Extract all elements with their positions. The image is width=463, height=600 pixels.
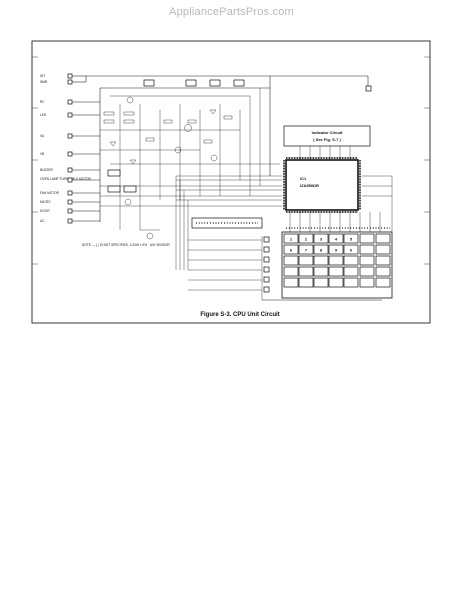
discrete-components xyxy=(103,79,245,206)
indicator-reference: ( See Fig. S-7 ) xyxy=(313,137,341,142)
figure-caption: Figure S-3. CPU Unit Circuit xyxy=(200,312,279,318)
terminal-row: DOOR xyxy=(40,208,100,214)
terminal-label: WAR xyxy=(40,80,48,84)
key-label: 0 xyxy=(350,248,353,253)
key-label: 1 xyxy=(290,237,293,242)
terminal-row: OVEN LAMP TURNTABLE MOTOR xyxy=(40,177,100,183)
key-label: 5 xyxy=(350,237,353,242)
terminal-label: INT xyxy=(40,74,45,78)
function-key-grid xyxy=(283,233,391,288)
key-label: 3 xyxy=(320,237,323,242)
terminal-row: MICRO xyxy=(40,199,100,205)
terminal-label: LED xyxy=(40,113,47,117)
key-label: 4 xyxy=(335,237,338,242)
key-label: 9 xyxy=(335,248,338,253)
notes: NOTE — ( ) IS NOT SPECIFIED, 1/10W ± 5% … xyxy=(82,243,170,247)
terminal-row: VA xyxy=(40,133,100,139)
key-label: 7 xyxy=(305,248,308,253)
terminal-row: LED xyxy=(40,112,100,118)
key-row-2: 6 7 8 9 0 xyxy=(283,244,359,255)
terminal-row: BUZZER xyxy=(40,167,100,173)
note-line: NOTE — ( ) IS NOT SPECIFIED, 1/10W ± 5% xyxy=(82,243,147,247)
ic-name: IC1 xyxy=(300,176,307,181)
key-unit-matrix: 1 2 3 4 5 6 7 8 9 0 xyxy=(281,227,393,299)
key-label: 2 xyxy=(305,237,308,242)
key-row-1: 1 2 3 4 5 xyxy=(283,233,359,244)
indicator-title: Indicator Circuit xyxy=(312,130,343,135)
left-terminal-connectors: INT WAR RC LED VA VB xyxy=(40,73,100,224)
terminal-row: AC xyxy=(40,218,100,224)
drawing-frame xyxy=(31,40,431,324)
terminal-label: AC xyxy=(40,219,45,223)
terminal-row: WAR xyxy=(40,79,86,85)
terminal-label: VA xyxy=(40,134,45,138)
key-connector-strip xyxy=(191,217,270,293)
ic-part: IZA950DR xyxy=(300,183,319,188)
terminal-label: MICRO xyxy=(40,200,51,204)
terminal-row: FAN MOTOR xyxy=(40,190,100,196)
terminal-label: RC xyxy=(40,100,45,104)
terminal-row: VB xyxy=(40,151,100,157)
ic1-microcontroller: IC1 IZA950DR xyxy=(283,157,361,213)
key-label: 6 xyxy=(290,248,293,253)
key-label: 8 xyxy=(320,248,323,253)
terminal-row: RC xyxy=(40,99,100,105)
sensor-label: A/H SENSOR xyxy=(150,243,170,247)
terminal-label: BUZZER xyxy=(40,168,53,172)
indicator-circuit-block: Indicator Circuit ( See Fig. S-7 ) xyxy=(283,125,371,147)
terminal-label: DOOR xyxy=(40,209,50,213)
terminal-label: VB xyxy=(40,152,44,156)
terminal-row: INT xyxy=(40,73,86,79)
terminal-label: FAN MOTOR xyxy=(40,191,60,195)
terminal-label: OVEN LAMP TURNTABLE MOTOR xyxy=(40,177,91,181)
site-watermark: AppliancePartsPros.com xyxy=(169,6,294,18)
